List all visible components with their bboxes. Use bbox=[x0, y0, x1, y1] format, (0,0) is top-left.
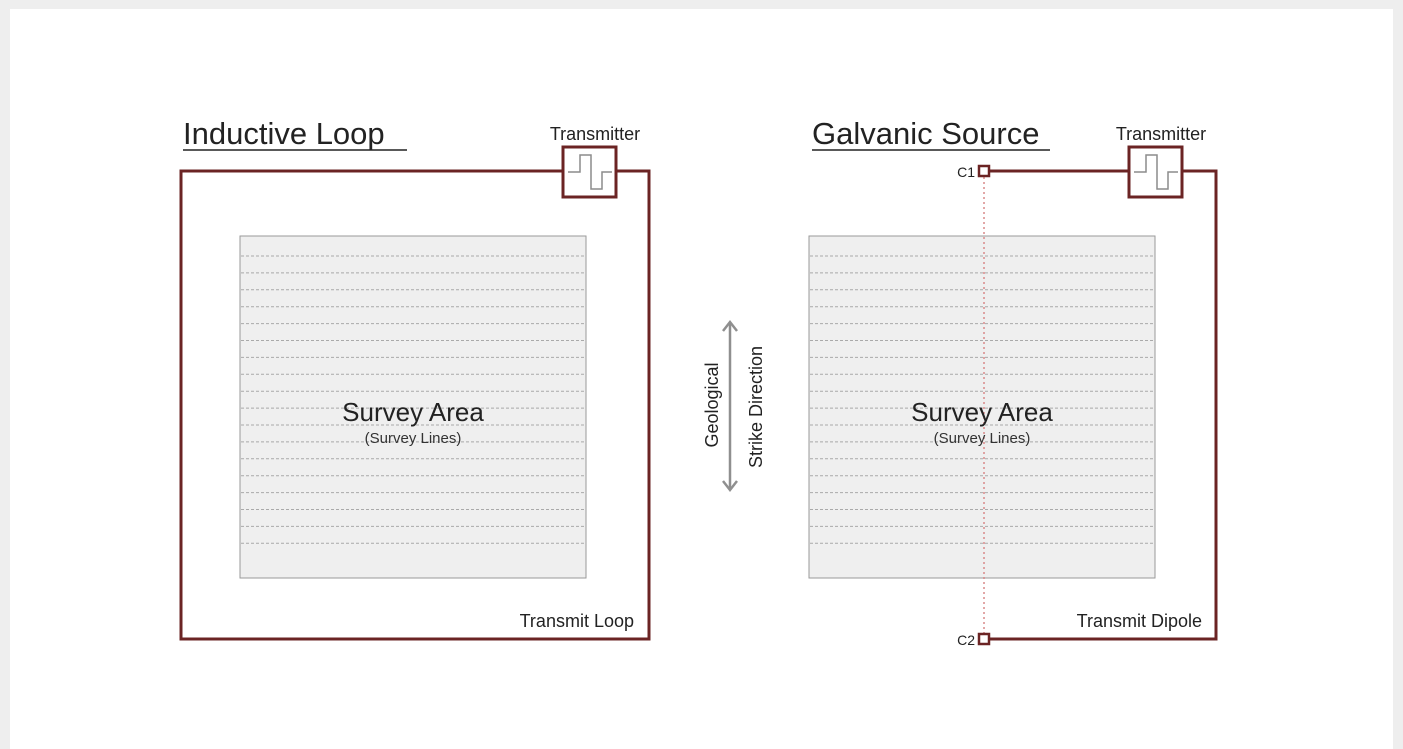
left-survey-area-subtitle: (Survey Lines) bbox=[365, 430, 462, 447]
transmit-loop-label: Transmit Loop bbox=[520, 611, 634, 631]
right-survey-area-subtitle: (Survey Lines) bbox=[934, 430, 1031, 447]
transmit-dipole-wire bbox=[989, 169, 1218, 641]
left-survey-area bbox=[239, 235, 587, 579]
galvanic-source-panel: Galvanic Source Survey Area (Survey Line… bbox=[808, 116, 1218, 648]
inductive-loop-panel: Inductive Loop Survey Area (Survey Lines… bbox=[179, 116, 651, 641]
galvanic-source-title: Galvanic Source bbox=[812, 116, 1039, 151]
strike-direction-indicator: Geological Strike Direction bbox=[702, 319, 766, 493]
strike-arrow-down-icon bbox=[722, 480, 738, 493]
right-transmitter-label: Transmitter bbox=[1116, 124, 1206, 144]
left-survey-area-title: Survey Area bbox=[342, 397, 484, 427]
transmit-dipole-label: Transmit Dipole bbox=[1077, 611, 1202, 631]
electrode-c1-label: C1 bbox=[957, 164, 975, 180]
right-survey-lines bbox=[810, 255, 1154, 544]
electrode-c2-icon bbox=[977, 632, 991, 646]
electrode-c1-icon bbox=[977, 164, 991, 178]
right-square-wave-icon bbox=[1134, 154, 1178, 190]
transmit-loop bbox=[179, 169, 651, 641]
strike-label-line2: Strike Direction bbox=[746, 346, 766, 468]
right-survey-area-title: Survey Area bbox=[911, 397, 1053, 427]
inductive-loop-title: Inductive Loop bbox=[183, 116, 385, 151]
right-survey-area bbox=[808, 235, 1156, 579]
left-transmitter-label: Transmitter bbox=[550, 124, 640, 144]
left-survey-lines bbox=[241, 255, 585, 544]
strike-arrow-up-icon bbox=[722, 319, 738, 332]
strike-label-line1: Geological bbox=[702, 362, 722, 447]
left-square-wave-icon bbox=[568, 154, 612, 190]
electrode-c2-label: C2 bbox=[957, 632, 975, 648]
